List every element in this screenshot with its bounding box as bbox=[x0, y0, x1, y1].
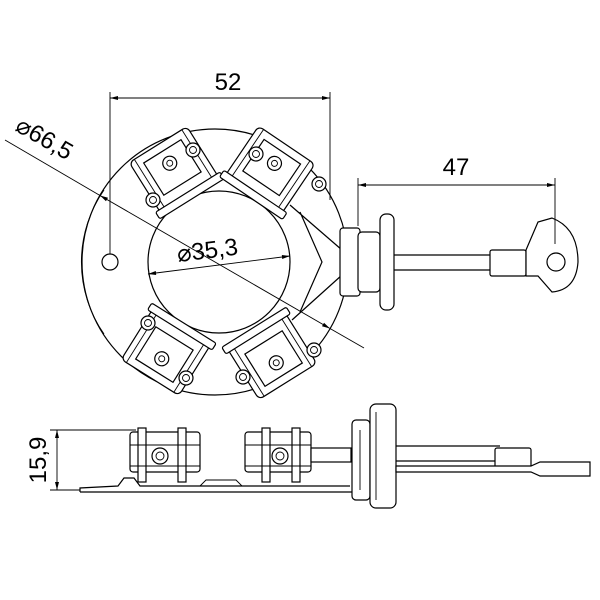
brush-holder-bottom-right bbox=[221, 307, 316, 399]
terminal-eye bbox=[525, 217, 579, 293]
spring-icon bbox=[154, 351, 170, 367]
grommet bbox=[357, 231, 381, 293]
top-view: 52 47 ⌀66,5 ⌀35,3 bbox=[4, 69, 579, 399]
spring-icon bbox=[266, 155, 283, 171]
mounting-hole bbox=[101, 253, 119, 271]
rivets bbox=[140, 142, 327, 386]
side-brush-holder-right bbox=[244, 427, 352, 483]
dimension-label: 47 bbox=[443, 154, 470, 181]
side-terminal bbox=[395, 445, 591, 477]
grommet-flange bbox=[379, 213, 395, 311]
dimension-label: 15,9 bbox=[25, 437, 52, 484]
crimp-sleeve bbox=[489, 249, 527, 277]
dimension-label: ⌀35,3 bbox=[175, 234, 239, 268]
terminal-lead bbox=[289, 204, 579, 321]
brush-holder-top-right bbox=[219, 127, 314, 220]
dimension-inner-diameter: ⌀35,3 bbox=[147, 234, 291, 275]
side-base-plate bbox=[79, 477, 352, 493]
dimension-52: 52 bbox=[109, 69, 331, 254]
side-grommet bbox=[351, 403, 397, 509]
spring-icon bbox=[162, 155, 178, 171]
spring-icon bbox=[268, 355, 284, 371]
side-view: 15,9 bbox=[25, 403, 591, 509]
side-brush-holder-left bbox=[129, 427, 201, 483]
dimension-47: 47 bbox=[357, 154, 556, 244]
dimension-label: 52 bbox=[215, 69, 242, 96]
brush-holder-top-left bbox=[130, 127, 225, 219]
dimension-height: 15,9 bbox=[25, 429, 136, 491]
brush-holder-bottom-left bbox=[122, 303, 217, 395]
dimension-label: ⌀66,5 bbox=[11, 112, 77, 166]
